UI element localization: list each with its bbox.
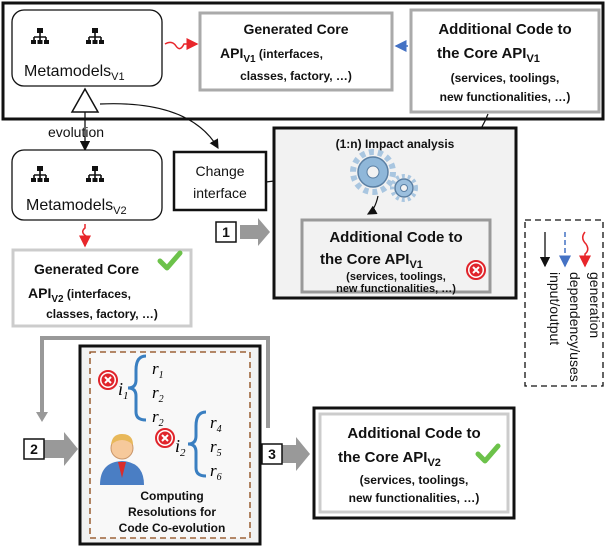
additional-code-v1-node[interactable]: Additional Code to the Core APIV1 (servi… bbox=[409, 8, 601, 114]
svg-text:the Core APIV1: the Core APIV1 bbox=[437, 45, 540, 65]
step-3-arrow: 3 bbox=[261, 437, 310, 471]
step-1-arrow: 1 bbox=[215, 218, 270, 246]
legend-input-output: input/output bbox=[547, 272, 563, 345]
resolutions-frame: i1 r1 r2 r2 i2 r4 r5 r6 Computing Resolu… bbox=[78, 344, 262, 546]
impact-analysis-frame: (1:n) Impact analysis Additional Code to… bbox=[272, 126, 518, 300]
svg-text:interface: interface bbox=[193, 185, 247, 201]
resolution-r5: r5 bbox=[210, 437, 222, 459]
error-icon bbox=[155, 428, 175, 448]
to-change-interface-arrow bbox=[99, 103, 219, 150]
impact-inner-arrow bbox=[366, 195, 379, 215]
legend-generation: generation bbox=[587, 272, 603, 338]
svg-text:2: 2 bbox=[30, 441, 38, 457]
resolution-r1: r1 bbox=[152, 359, 164, 381]
issue-i2: i2 bbox=[175, 436, 186, 459]
svg-text:Additional Code to: Additional Code to bbox=[438, 21, 571, 38]
impact-additional-code-node[interactable]: Additional Code to the Core APIV1 (servi… bbox=[300, 218, 492, 295]
svg-text:new functionalities, …): new functionalities, …) bbox=[440, 90, 571, 104]
resolution-r4: r4 bbox=[210, 413, 222, 435]
brace bbox=[127, 354, 147, 422]
svg-text:classes, factory, …): classes, factory, …) bbox=[46, 307, 158, 321]
svg-text:Computing: Computing bbox=[140, 489, 203, 503]
metamodels-v1-node[interactable]: MetamodelsV1 bbox=[11, 9, 163, 87]
svg-text:APIV2 (interfaces,: APIV2 (interfaces, bbox=[28, 285, 131, 305]
svg-text:Change: Change bbox=[195, 163, 244, 179]
generated-core-v2-node[interactable]: Generated Core APIV2 (interfaces, classe… bbox=[11, 248, 193, 328]
legend-dependency: dependency/uses bbox=[567, 272, 583, 382]
evolution-label: evolution bbox=[48, 124, 104, 140]
svg-text:3: 3 bbox=[268, 446, 276, 462]
user-icon bbox=[100, 434, 144, 485]
svg-text:(services, toolings,: (services, toolings, bbox=[346, 271, 446, 283]
connector-line bbox=[40, 336, 270, 428]
svg-text:Resolutions for: Resolutions for bbox=[128, 505, 216, 519]
svg-text:Code Co-evolution: Code Co-evolution bbox=[119, 521, 226, 535]
svg-text:MetamodelsV1: MetamodelsV1 bbox=[24, 63, 125, 83]
generation-arrow bbox=[164, 38, 199, 50]
step-2-arrow: 2 bbox=[23, 432, 78, 466]
error-icon bbox=[98, 370, 118, 390]
svg-text:Generated Core: Generated Core bbox=[243, 21, 348, 37]
issue-i1: i1 bbox=[118, 379, 129, 402]
svg-text:new functionalities, …): new functionalities, …) bbox=[336, 283, 456, 295]
svg-text:Additional Code to: Additional Code to bbox=[329, 229, 462, 246]
v1-frame bbox=[1, 1, 605, 121]
svg-text:Generated Core: Generated Core bbox=[34, 261, 139, 277]
error-icon bbox=[466, 260, 486, 280]
svg-text:the Core APIV1: the Core APIV1 bbox=[320, 251, 423, 271]
svg-text:Additional Code to: Additional Code to bbox=[347, 425, 480, 442]
svg-text:MetamodelsV2: MetamodelsV2 bbox=[26, 197, 127, 217]
evolution-triangle bbox=[70, 87, 100, 113]
svg-text:classes, factory, …): classes, factory, …) bbox=[240, 69, 352, 83]
generation-arrow bbox=[79, 224, 91, 248]
svg-text:new functionalities, …): new functionalities, …) bbox=[349, 491, 480, 505]
resolution-r3: r2 bbox=[152, 407, 164, 429]
gears-icon bbox=[350, 149, 418, 202]
legend: input/output dependency/uses generation bbox=[524, 219, 604, 387]
resolution-r2: r2 bbox=[152, 383, 164, 405]
svg-text:APIV1 (interfaces,: APIV1 (interfaces, bbox=[220, 45, 323, 65]
additional-code-v2-frame[interactable]: Additional Code to the Core APIV2 (servi… bbox=[312, 406, 516, 520]
svg-text:1: 1 bbox=[222, 224, 230, 240]
svg-text:the Core APIV2: the Core APIV2 bbox=[338, 449, 441, 469]
resolution-r6: r6 bbox=[210, 461, 222, 483]
svg-text:(services, toolings,: (services, toolings, bbox=[451, 71, 560, 85]
brace bbox=[187, 410, 207, 478]
impact-analysis-title: (1:n) Impact analysis bbox=[336, 137, 455, 151]
metamodels-v2-node[interactable]: MetamodelsV2 bbox=[11, 149, 163, 221]
svg-text:(services, toolings,: (services, toolings, bbox=[360, 473, 469, 487]
generated-core-v1-node[interactable]: Generated Core APIV1 (interfaces, classe… bbox=[198, 11, 394, 92]
change-interface-node[interactable]: Change interface bbox=[172, 150, 268, 212]
